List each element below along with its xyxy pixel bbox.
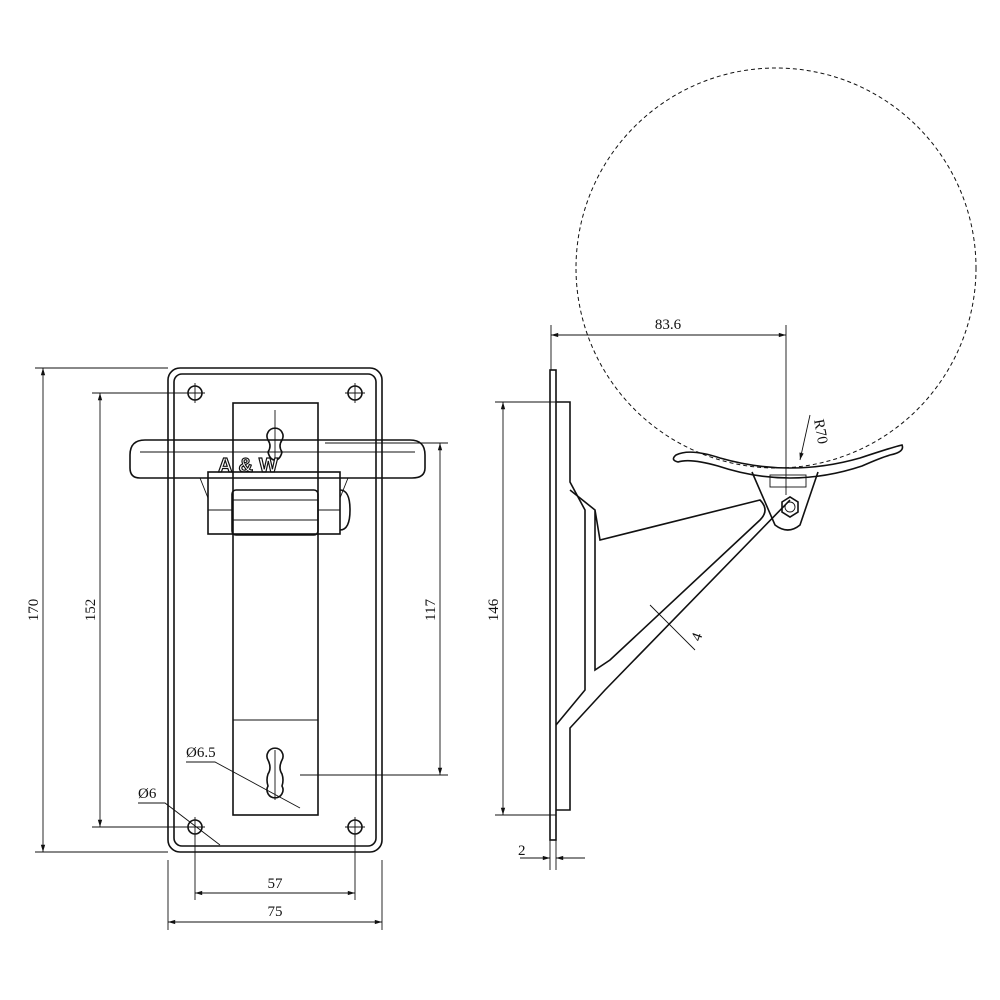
dim-117: 117	[423, 599, 439, 621]
pipe-outline	[575, 67, 977, 469]
hex-nut	[781, 496, 799, 518]
dim-152: 152	[83, 599, 99, 622]
dim-slot-dia: Ø6.5	[186, 745, 216, 761]
handle-bar	[129, 439, 426, 479]
dim-83-6: 83.6	[655, 317, 682, 333]
bracket-arm	[555, 401, 586, 726]
strap	[232, 402, 319, 816]
side-plate	[549, 369, 557, 841]
side-dimensions: 146 83.6 2 R70 4	[486, 317, 830, 870]
clamp-lug	[751, 471, 819, 531]
dim-r70: R70	[810, 418, 830, 445]
logo: A&W	[218, 455, 284, 477]
dim-2: 2	[518, 843, 526, 859]
side-view	[549, 67, 977, 841]
dim-4: 4	[689, 630, 707, 643]
front-dimensions: 170 152 117 57 75 Ø6 Ø6.5	[26, 367, 448, 930]
dim-170: 170	[26, 599, 42, 622]
dim-146: 146	[486, 598, 502, 621]
dim-hole-dia: Ø6	[138, 786, 157, 802]
keyhole-slot-bottom	[266, 747, 284, 799]
dim-75: 75	[268, 904, 283, 920]
pipe-cradle	[672, 444, 904, 479]
front-view: A&W	[129, 367, 426, 853]
dim-57: 57	[268, 876, 284, 892]
mounting-plate	[167, 367, 383, 853]
buckle	[207, 471, 341, 535]
